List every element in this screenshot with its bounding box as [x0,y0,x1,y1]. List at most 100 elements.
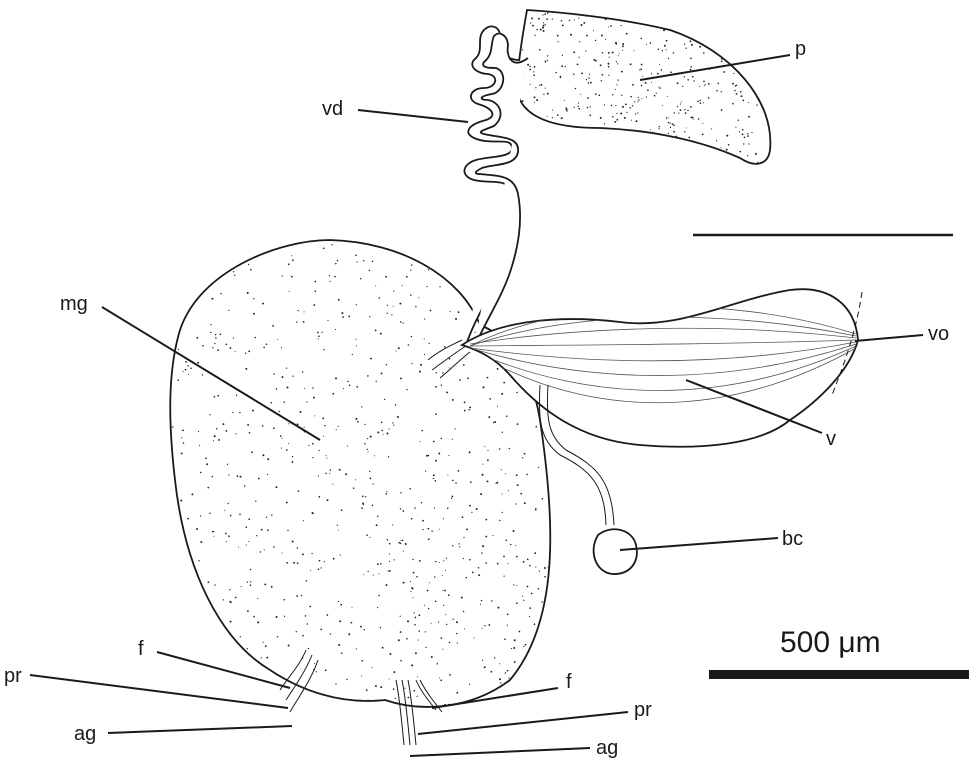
stipple-dot [168,531,169,532]
stipple-dot [571,163,573,165]
stipple-dot [196,337,198,339]
stipple-dot [422,520,424,522]
stipple-dot [188,603,190,605]
stipple-dot [181,663,183,665]
stipple-dot [388,456,389,457]
stipple-dot [428,528,430,530]
stipple-dot [542,14,543,15]
stipple-dot [449,367,450,368]
stipple-dot [394,559,395,560]
stipple-dot [241,586,242,587]
stipple-dot [621,95,622,96]
leader-ag-right [410,748,590,756]
stipple-dot [484,708,486,710]
stipple-dot [615,89,616,90]
stipple-dot [656,93,657,94]
stipple-dot [545,24,546,25]
stipple-dot [529,66,530,67]
stipple-dot [435,600,437,602]
stipple-dot [213,531,214,532]
stipple-dot [697,101,699,103]
stipple-dot [261,694,263,696]
stipple-dot [227,247,229,249]
stipple-dot [400,508,402,510]
stipple-dot [624,13,625,14]
stipple-dot [616,84,617,85]
stipple-dot [375,685,377,687]
stipple-dot [549,589,551,591]
stipple-dot [400,377,402,379]
stipple-dot [771,64,772,65]
stipple-dot [641,64,643,66]
stipple-dot [428,538,430,540]
stipple-dot [459,262,460,263]
stipple-dot [757,31,759,33]
stipple-dot [233,338,234,339]
stipple-dot [687,110,688,111]
stipple-dot [457,642,458,643]
stipple-dot [264,583,266,585]
stipple-dot [324,425,325,426]
stipple-dot [718,9,720,11]
stipple-dot [590,82,592,84]
stipple-dot [342,316,344,318]
stipple-dot [288,263,290,265]
stipple-dot [546,659,548,661]
stipple-dot [562,25,564,27]
stipple-dot [635,113,636,114]
stipple-dot [511,293,512,294]
stipple-dot [393,290,394,291]
stipple-dot [585,152,587,154]
stipple-dot [341,312,343,314]
stipple-dot [476,508,478,510]
stipple-dot [533,74,535,76]
stipple-dot [181,437,182,438]
stipple-dot [653,12,655,14]
stipple-dot [419,560,421,562]
stipple-dot [748,102,749,103]
stipple-dot [523,646,524,647]
stipple-dot [395,698,396,699]
stipple-dot [444,590,446,592]
stipple-dot [608,63,610,65]
leader-vd [358,110,468,122]
stipple-dot [741,51,743,53]
stipple-dot [252,410,254,412]
stipple-dot [206,463,208,465]
stipple-dot [658,126,659,127]
stipple-dot [202,247,203,248]
stipple-dot [650,42,652,44]
stipple-dot [447,475,448,476]
stipple-dot [721,51,722,52]
stipple-dot [199,678,201,680]
stipple-dot [516,313,517,314]
stipple-dot [406,389,407,390]
stipple-dot [202,265,204,267]
stipple-dot [383,434,384,435]
stipple-dot [215,269,216,270]
stipple-dot [655,169,657,171]
stipple-dot [551,147,552,148]
stipple-dot [736,57,737,58]
stipple-dot [167,676,168,677]
stipple-dot [510,544,511,545]
stipple-dot [543,22,544,23]
stipple-dot [428,608,429,609]
stipple-dot [247,424,249,426]
stipple-dot [469,273,471,275]
stipple-dot [551,291,553,293]
stipple-dot [527,64,529,66]
stipple-dot [548,460,550,462]
stipple-dot [461,597,463,599]
stipple-dot [564,100,565,101]
stipple-dot [624,117,626,119]
stipple-dot [338,601,339,602]
stipple-dot [327,320,328,321]
stipple-dot [630,96,632,98]
stipple-dot [519,163,520,164]
stipple-dot [708,97,710,99]
stipple-dot [710,169,712,171]
stipple-dot [277,636,278,637]
stipple-dot [538,640,540,642]
stipple-dot [522,262,524,264]
